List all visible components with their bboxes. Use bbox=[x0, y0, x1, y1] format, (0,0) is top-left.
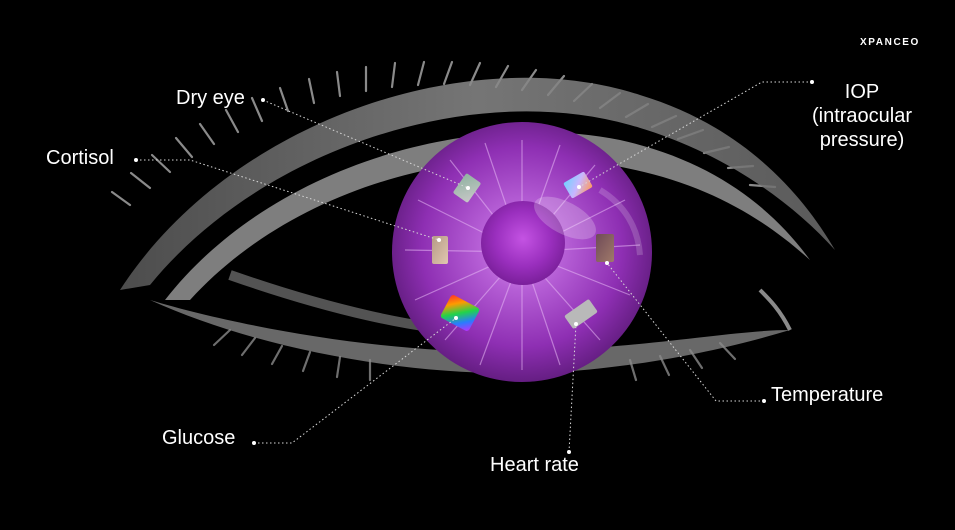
leader-dots bbox=[134, 80, 814, 454]
dry-eye-leader bbox=[262, 99, 469, 189]
label-iop-line2: (intraocular bbox=[812, 105, 912, 127]
label-glucose: Glucose bbox=[162, 427, 235, 449]
label-iop-line3: pressure) bbox=[820, 129, 904, 151]
upper-lid-outer bbox=[120, 77, 835, 290]
lower-lashes bbox=[212, 328, 737, 382]
brand-logo: XPANCEO bbox=[860, 37, 920, 48]
label-dry-eye: Dry eye bbox=[176, 87, 245, 109]
cortisol-sensor bbox=[432, 236, 448, 264]
label-temperature: Temperature bbox=[771, 384, 883, 406]
iris-highlight bbox=[534, 196, 596, 240]
glucose-leader bbox=[254, 317, 457, 444]
iop-sensor bbox=[563, 171, 593, 199]
heart-rate-leader bbox=[568, 323, 577, 453]
eye-illustration bbox=[110, 60, 835, 382]
heart-rate-sensor bbox=[564, 299, 598, 329]
temperature-leader bbox=[606, 262, 764, 402]
label-iop-line1: IOP bbox=[845, 81, 879, 103]
label-cortisol: Cortisol bbox=[46, 147, 114, 169]
label-heart-rate: Heart rate bbox=[490, 454, 579, 476]
leader-lines bbox=[136, 81, 812, 453]
iop-leader bbox=[578, 81, 812, 188]
pupil bbox=[481, 201, 565, 285]
lower-lid bbox=[150, 300, 790, 374]
cortisol-leader bbox=[136, 159, 440, 241]
upper-lid-inner bbox=[165, 132, 810, 300]
temperature-sensor bbox=[596, 234, 614, 262]
